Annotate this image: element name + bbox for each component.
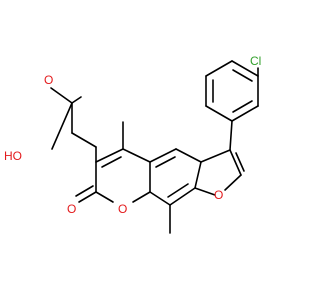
bond: [155, 156, 176, 168]
bond: [71, 96, 82, 104]
bond: [175, 148, 202, 163]
bond: [231, 60, 259, 77]
bond: [50, 87, 73, 104]
bond: [229, 149, 242, 176]
lactone-carbonyl-oxygen-label: O: [67, 202, 76, 216]
bond: [231, 105, 259, 122]
atom-label-group: Cl HO O O O O: [4, 54, 261, 216]
bond: [194, 161, 202, 189]
bond: [232, 100, 253, 113]
bond: [167, 183, 189, 198]
furan-ring-oxygen-label: O: [214, 188, 223, 202]
bond: [71, 132, 97, 148]
bond: [224, 174, 242, 191]
bond: [122, 148, 151, 163]
bond: [200, 149, 231, 163]
chlorine-atom-label: Cl: [250, 54, 261, 68]
bond: [51, 102, 73, 150]
bond: [95, 148, 124, 163]
pyran-ring-oxygen-label: O: [118, 202, 127, 216]
bond: [78, 191, 97, 203]
bond: [132, 191, 151, 203]
carboxyl-hydroxyl-label: HO: [4, 149, 22, 163]
bond-group: [50, 60, 259, 234]
chemical-structure-diagram: Cl HO O O O O: [4, 54, 261, 234]
bond: [205, 105, 233, 122]
bond: [149, 191, 171, 206]
bond: [169, 187, 196, 206]
bond: [101, 156, 122, 168]
bond: [232, 69, 253, 82]
bond: [205, 60, 233, 77]
bond: [229, 120, 233, 151]
bond: [149, 148, 177, 163]
bond: [75, 185, 94, 197]
bond: [194, 187, 216, 196]
bond: [235, 152, 245, 172]
carboxyl-carbonyl-oxygen-label: O: [44, 73, 53, 87]
bond: [95, 191, 114, 203]
